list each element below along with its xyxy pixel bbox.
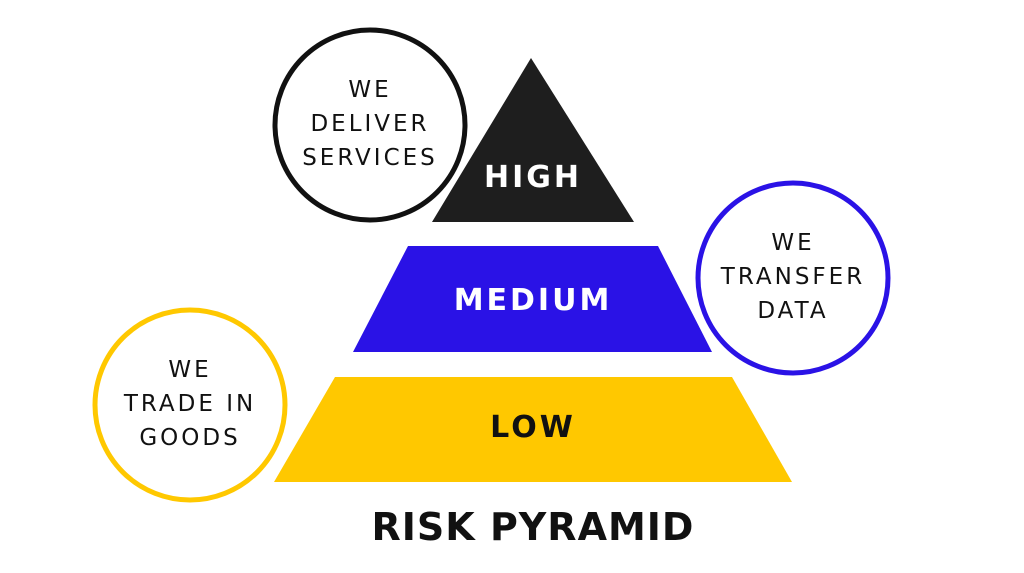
tier-high-label: HIGH <box>484 160 582 195</box>
circle-data <box>695 180 891 376</box>
circle-services-line-3: SERVICES <box>302 145 438 171</box>
circle-goods-line-1: WE <box>168 357 211 383</box>
tier-medium-label: MEDIUM <box>454 283 613 318</box>
circle-services-line-1: WE <box>348 77 391 103</box>
circle-data-line-2: TRANSFER <box>720 264 865 290</box>
circle-goods-line-3: GOODS <box>139 425 240 451</box>
tier-low-label: LOW <box>490 410 576 445</box>
circle-services-line-2: DELIVER <box>310 111 429 137</box>
circle-goods <box>92 307 288 503</box>
circle-services <box>272 27 468 223</box>
tier-high-shape <box>432 58 634 222</box>
circle-data-line-1: WE <box>771 230 814 256</box>
circle-goods-line-2: TRADE IN <box>123 391 256 417</box>
diagram-title: RISK PYRAMID <box>372 505 695 549</box>
tier-medium-shape <box>353 246 712 352</box>
circle-data-line-3: DATA <box>757 298 828 324</box>
tier-low-shape <box>274 377 792 482</box>
